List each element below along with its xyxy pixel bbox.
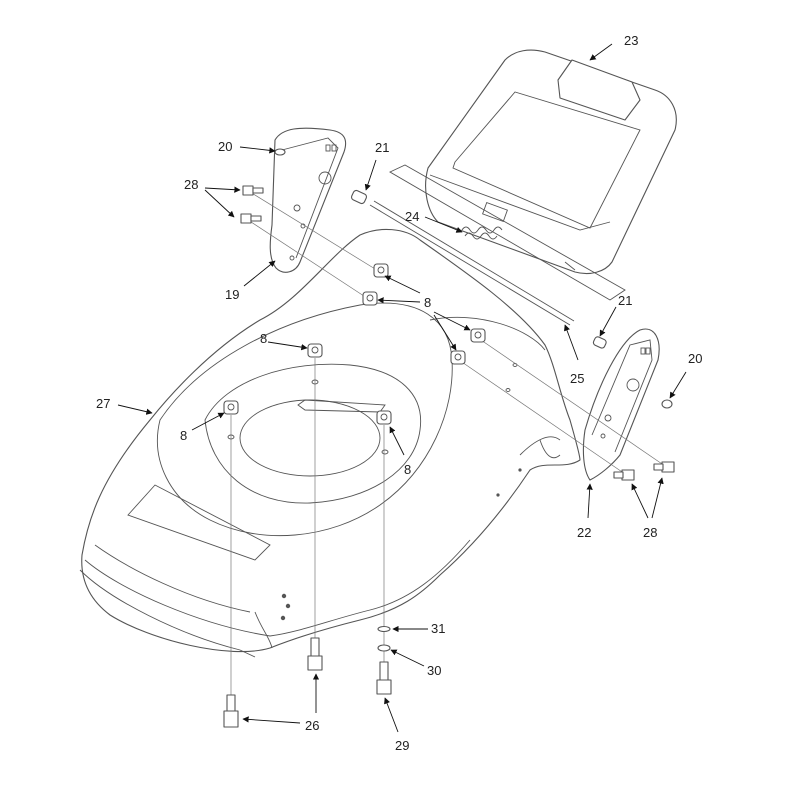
bushing-part-21-right (592, 336, 607, 349)
bolt-part-28-lower-left (240, 213, 262, 224)
washer-part-30 (377, 644, 391, 652)
bolt-part-29 (376, 661, 392, 695)
nut-part-8-b (362, 291, 378, 306)
clip-part-20-right (661, 399, 673, 409)
callout-30: 30 (427, 663, 441, 678)
nut-part-8-c (470, 328, 486, 343)
bushing-part-21-left (350, 189, 368, 205)
nut-part-8-d (450, 350, 466, 365)
callout-8-deck-right: 8 (404, 462, 411, 477)
callout-8-bracket-left: 8 (424, 295, 431, 310)
callout-28-left: 28 (184, 177, 198, 192)
nut-part-8-a (373, 263, 389, 278)
callout-26: 26 (305, 718, 319, 733)
callout-27: 27 (96, 396, 110, 411)
callout-leaders (117, 43, 687, 733)
callout-20-left: 20 (218, 139, 232, 154)
callout-labels: 23 20 21 28 24 19 8 21 8 25 20 27 8 8 22… (96, 33, 702, 753)
handle-bracket-right-part-22 (582, 328, 660, 481)
callout-29: 29 (395, 738, 409, 753)
callout-21-left: 21 (375, 140, 389, 155)
callout-25: 25 (570, 371, 584, 386)
callout-22: 22 (577, 525, 591, 540)
callout-24: 24 (405, 209, 419, 224)
clip-part-20-left (274, 148, 286, 156)
nut-part-8-e (307, 343, 323, 358)
callout-8-deck-left: 8 (180, 428, 187, 443)
nut-part-8-g (376, 410, 392, 425)
bolt-part-28-lower-right (613, 469, 635, 481)
callout-20-right: 20 (688, 351, 702, 366)
bolt-part-26-left (223, 694, 239, 728)
mower-deck-part-27 (79, 228, 581, 658)
washer-part-31 (377, 625, 391, 633)
callout-8-deck-top: 8 (260, 331, 267, 346)
bolt-part-28-upper-right (653, 461, 675, 473)
handle-bracket-left-part-19 (269, 127, 347, 273)
hardware-parts (223, 148, 675, 728)
bolt-part-26-center (307, 637, 323, 671)
catcher-front-part-23 (389, 49, 677, 301)
assembly-lines (230, 191, 669, 695)
callout-31: 31 (431, 621, 445, 636)
callout-21-right: 21 (618, 293, 632, 308)
nut-part-8-f (223, 400, 239, 415)
callout-19: 19 (225, 287, 239, 302)
callout-23: 23 (624, 33, 638, 48)
callout-28-right: 28 (643, 525, 657, 540)
bolt-part-28-upper-left (242, 185, 264, 196)
handle-rod-part-25 (369, 200, 575, 326)
